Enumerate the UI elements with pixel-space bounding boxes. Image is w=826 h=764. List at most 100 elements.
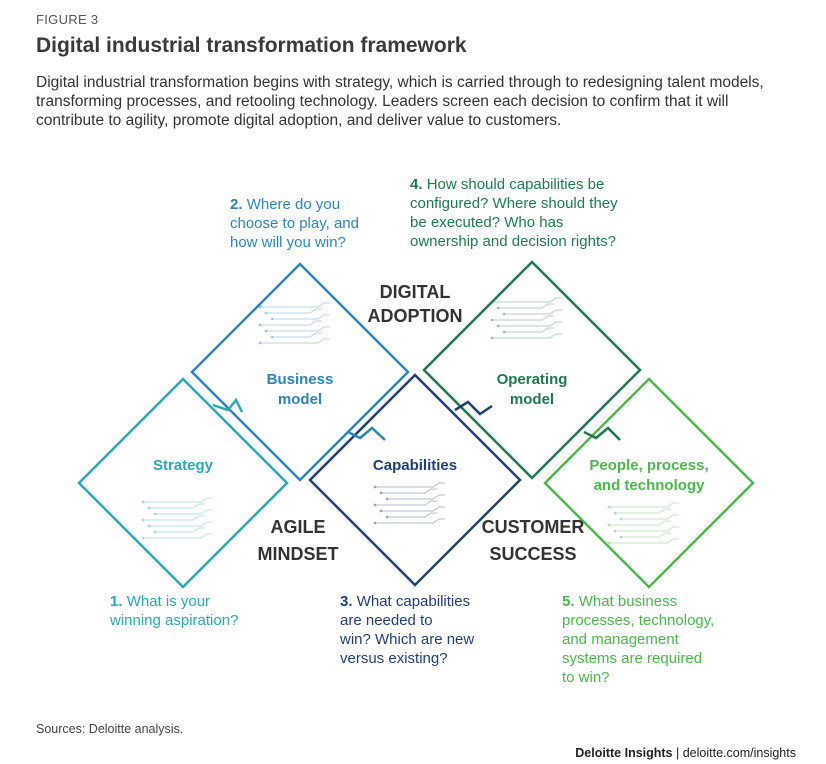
question-2-line: how will you win? <box>230 234 346 251</box>
circuit-trace <box>375 482 445 488</box>
circuit-trace <box>621 514 679 520</box>
business-model-diamond <box>190 262 410 482</box>
figure-label: FIGURE 3 <box>36 12 99 27</box>
question-4-line: be executed? Who has <box>410 214 564 231</box>
operating-model-diamond <box>422 260 642 480</box>
circuit-node <box>147 524 151 528</box>
circuit-trace <box>149 521 213 527</box>
people-label-line1: People, process, <box>589 457 708 474</box>
circuit-node <box>258 323 262 327</box>
circuit-trace <box>492 315 554 321</box>
circuit-trace <box>149 503 205 509</box>
circuit-trace <box>381 488 437 494</box>
agile-mindset-line1: AGILE <box>270 517 325 537</box>
connector-strategy-business <box>212 397 244 413</box>
people-label-line2: and technology <box>594 477 705 494</box>
digital-adoption-line1: DIGITAL <box>380 282 451 302</box>
connector-capabilities-operating <box>454 400 493 416</box>
circuit-node <box>373 503 377 507</box>
question-5-line: and management <box>562 631 679 648</box>
question-3: 3. What capabilities are needed to win? … <box>340 592 474 668</box>
question-4: 4. How should capabilities be configured… <box>410 175 618 251</box>
circuit-node <box>613 529 617 533</box>
circuit-node <box>490 318 494 322</box>
question-4-line: ownership and decision rights? <box>410 233 616 250</box>
circuit-trace <box>615 508 671 514</box>
circuit-trace <box>266 308 322 314</box>
capabilities-diamond <box>308 373 522 587</box>
circuit-node <box>490 336 494 340</box>
customer-success-line1: CUSTOMER <box>482 517 585 537</box>
circuit-trace <box>609 538 679 544</box>
circuit-node <box>153 530 157 534</box>
connector-business-capabilities <box>347 426 386 441</box>
circuit-node <box>270 317 274 321</box>
circuit-node <box>147 506 151 510</box>
figure-subtitle: Digital industrial transformation begins… <box>36 74 764 129</box>
question-5-number: 5. <box>562 593 575 610</box>
circuit-trace <box>387 494 445 500</box>
circuit-trace <box>615 526 679 532</box>
circuit-trace <box>492 333 562 339</box>
circuit-node <box>141 536 145 540</box>
circuit-decorations <box>141 297 679 545</box>
circuit-node <box>373 485 377 489</box>
circuit-trace <box>504 309 562 315</box>
circuit-node <box>619 535 623 539</box>
footer-url[interactable]: deloitte.com/insights <box>682 746 796 760</box>
question-1-line: What is your <box>126 593 211 610</box>
footer-brand: Deloitte Insights <box>575 746 673 760</box>
question-1-number: 1. <box>110 593 123 610</box>
question-5-line: to win? <box>562 669 610 686</box>
question-3-line: What capabilities <box>356 593 471 610</box>
circuit-node <box>385 497 389 501</box>
capabilities-label: Capabilities <box>373 457 457 474</box>
question-4-line: configured? Where should they <box>410 195 618 212</box>
question-5-line: What business <box>578 593 678 610</box>
circuit-node <box>264 329 268 333</box>
circuit-trace <box>498 303 554 309</box>
circuit-trace <box>260 302 330 308</box>
circuit-node <box>270 335 274 339</box>
circuit-node <box>607 541 611 545</box>
operating-model-label-line1: Operating <box>497 371 568 388</box>
question-1-line: winning aspiration? <box>110 612 239 629</box>
circuit-trace <box>260 338 330 344</box>
question-4-number: 4. <box>410 176 423 193</box>
circuit-node <box>607 523 611 527</box>
circuit-trace <box>143 533 213 539</box>
footer-credit: Deloitte Insights | deloitte.com/insight… <box>575 746 796 760</box>
question-2-line: choose to play, and <box>230 215 359 232</box>
circuit-trace <box>260 320 322 326</box>
circuit-trace <box>375 500 437 506</box>
circuit-node <box>379 509 383 513</box>
strategy-label: Strategy <box>153 457 214 474</box>
digital-adoption-line2: ADOPTION <box>367 306 462 326</box>
circuit-trace <box>375 518 445 524</box>
circuit-trace <box>621 532 671 538</box>
question-4-line: How should capabilities be <box>426 176 605 193</box>
question-3-line: versus existing? <box>340 650 448 667</box>
circuit-trace <box>387 512 437 518</box>
question-2-number: 2. <box>230 196 243 213</box>
circuit-node <box>619 517 623 521</box>
circuit-trace <box>272 314 330 320</box>
circuit-node <box>607 505 611 509</box>
circuit-node <box>153 512 157 516</box>
circuit-node <box>141 500 145 504</box>
circuit-trace <box>498 321 562 327</box>
connector-operating-people <box>583 426 621 441</box>
sources-note: Sources: Deloitte analysis. <box>36 722 184 736</box>
question-5-line: processes, technology, <box>562 612 715 629</box>
circuit-node <box>264 311 268 315</box>
circuit-trace <box>143 515 205 521</box>
circuit-trace <box>266 326 330 332</box>
people-diamond <box>543 377 755 589</box>
customer-success-line2: SUCCESS <box>489 544 576 564</box>
circuit-node <box>258 341 262 345</box>
circuit-trace <box>155 527 205 533</box>
strategy-diamond <box>77 377 289 589</box>
question-5-line: systems are required <box>562 650 703 667</box>
circuit-trace <box>155 509 213 515</box>
